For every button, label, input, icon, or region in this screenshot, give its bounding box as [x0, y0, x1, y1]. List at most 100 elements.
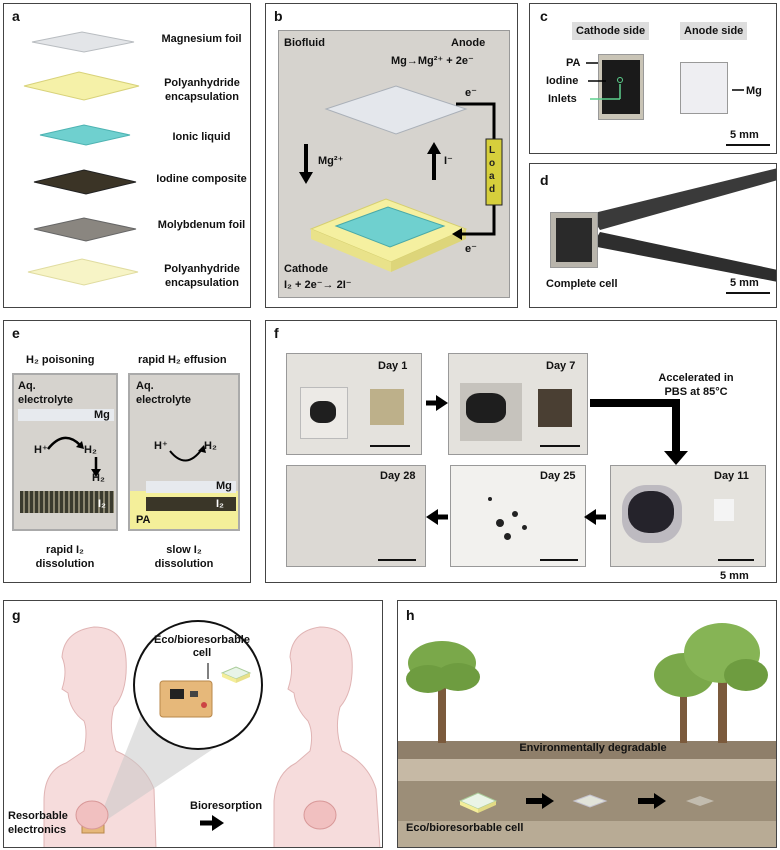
day28-label: Day 28 [380, 470, 416, 482]
right-caption-2: dissolution [154, 558, 214, 570]
hplus-label-right: H⁺ [154, 440, 168, 452]
encapsulation-layer-bottom [27, 258, 139, 286]
panel-label-e: e [12, 325, 20, 341]
tree-trunk-right-2 [718, 671, 727, 743]
electron-top-label: e⁻ [465, 87, 477, 99]
molybdenum-layer [33, 217, 137, 242]
h2-label-left-1: H₂ [84, 444, 97, 456]
anode-side-photo [680, 62, 728, 114]
electrolyte-label-left: electrolyte [18, 394, 74, 406]
complete-cell-core [556, 218, 592, 262]
i2-bar-left [20, 491, 114, 513]
load-label: Load [489, 145, 496, 195]
resorbable-label-2: electronics [8, 824, 67, 836]
accelerated-label-2: PBS at 85°C [664, 386, 728, 398]
day7-sample-a-dark [466, 393, 506, 423]
iodine-label: Iodine [546, 75, 579, 87]
complete-cell-label: Complete cell [546, 278, 618, 290]
anode-label: Anode [451, 37, 486, 49]
electron-bottom-label: e⁻ [465, 243, 477, 255]
day11-sample-b [714, 499, 734, 521]
panel-label-f: f [274, 325, 279, 341]
day25-scale [540, 559, 578, 561]
panel-label-c: c [540, 8, 548, 24]
env-degradable-label: Environmentally degradable [519, 742, 667, 754]
scale-label-d: 5 mm [730, 277, 759, 289]
cathode-encapsulation-side2 [391, 229, 466, 272]
day11-scale [718, 559, 754, 561]
day7-sample-b [538, 389, 572, 427]
soil-layer-1 [398, 759, 776, 781]
panel-g: g Eco/bioresorbable cell Resorbable elec… [3, 600, 383, 848]
layer-label-2: Polyanhydride encapsulation [164, 77, 240, 103]
day25-label: Day 25 [540, 470, 576, 482]
layer-label-6: Polyanhydride encapsulation [164, 263, 240, 289]
cathode-side-title: Cathode side [572, 22, 650, 40]
tree-trunk-left [438, 677, 446, 743]
cathode-equation: I₂ + 2e⁻→ 2I⁻ [284, 279, 352, 291]
left-caption-1: rapid I₂ [46, 544, 84, 556]
panel-b: b Biofluid Anode Mg→Mg²⁺ + 2e⁻ Mg²⁺ I⁻ e… [265, 3, 518, 308]
mg-bar-right [146, 481, 236, 493]
mg-label-left: Mg [94, 409, 110, 421]
panel-f: f Day 1 Day 7 Accelerated in PBS at 85°C… [265, 320, 777, 583]
pa-label: PA [566, 57, 581, 69]
day7-label: Day 7 [546, 360, 576, 372]
mg-ion-label: Mg²⁺ [318, 155, 344, 167]
i2-label-left: I₂ [98, 498, 106, 510]
right-caption-1: slow I₂ [166, 544, 202, 556]
biofluid-label: Biofluid [284, 37, 325, 49]
h2-label-right: H₂ [204, 440, 217, 452]
mg-label: Mg [746, 85, 762, 97]
panel-d: d Complete cell 5 mm [529, 163, 777, 308]
scale-label-c: 5 mm [730, 129, 759, 141]
mg-label-right: Mg [216, 480, 232, 492]
day1-scale [370, 445, 410, 447]
day25-photo [450, 465, 586, 567]
day7-scale [540, 445, 580, 447]
cathode-label: Cathode [284, 263, 328, 275]
day28-photo [286, 465, 426, 567]
day11-label: Day 11 [714, 470, 749, 482]
day25-residue-3 [504, 533, 511, 540]
encapsulation-layer-top [23, 71, 140, 101]
scale-bar-c [726, 144, 770, 146]
accelerated-label-1: Accelerated in [658, 372, 734, 384]
layer-label-5: Molybdenum foil [157, 219, 246, 231]
iodine-layer [33, 169, 137, 195]
left-caption-2: dissolution [35, 558, 95, 570]
day11-sample-a-dark [628, 491, 674, 533]
panel-e-arrows [47, 436, 206, 477]
eco-cell-label-2: cell [192, 647, 212, 659]
soil-layer-3 [398, 821, 776, 847]
day25-residue-4 [522, 525, 527, 530]
day25-residue-2 [512, 511, 518, 517]
iodide-label: I⁻ [444, 155, 453, 167]
cathode-encapsulation-side [311, 229, 391, 272]
h2-poisoning-title: H₂ poisoning [26, 354, 95, 366]
bioresorption-label: Bioresorption [190, 800, 263, 812]
magnesium-layer [31, 31, 135, 53]
soil-illustration [398, 623, 776, 847]
buried-cell-label: Eco/bioresorbable cell [406, 822, 524, 834]
iodine-square [602, 60, 640, 114]
cell-diagram [299, 85, 503, 272]
ionic-liquid-layer [39, 124, 131, 146]
mg-bar-left [18, 409, 114, 421]
day1-sample-a [300, 387, 348, 439]
tree-trunk-right-1 [680, 691, 687, 743]
human-illustration [43, 620, 381, 847]
right-human-silhouette [273, 626, 381, 847]
layer-label-3: Ionic liquid [172, 131, 231, 143]
cathode-ionic-liquid [334, 206, 446, 248]
day1-sample-a-dark [310, 401, 336, 423]
i2-bar-right [146, 497, 236, 511]
anode-side-title: Anode side [680, 22, 748, 40]
layer-stack [23, 31, 140, 286]
pa-label-e: PA [136, 514, 151, 526]
aq-label-left: Aq. [18, 380, 36, 392]
inlets-label: Inlets [548, 93, 577, 105]
tweezers [590, 168, 776, 282]
panel-a: a Magnesium foil Polyanhydride encapsula… [3, 3, 251, 308]
i2-label-right: I₂ [216, 498, 224, 510]
